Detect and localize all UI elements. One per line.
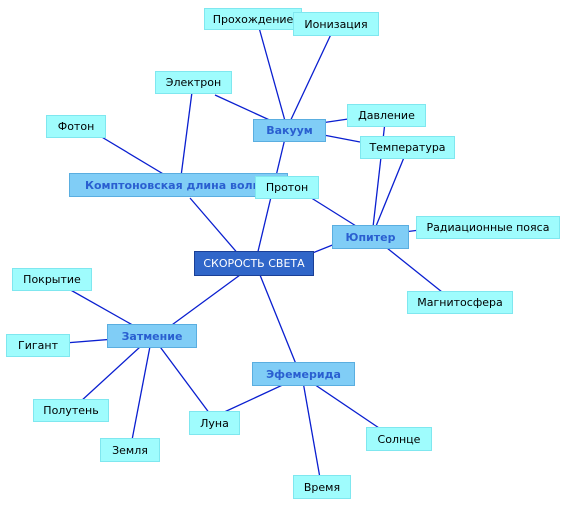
node-ionizatsiya[interactable]: Ионизация <box>293 12 379 36</box>
node-proton-overlay: Протон <box>255 176 319 199</box>
node-foton[interactable]: Фотон <box>46 115 106 138</box>
edge <box>301 375 321 479</box>
node-prokhozhdenie[interactable]: Прохождение <box>204 8 302 30</box>
node-vremya[interactable]: Время <box>293 475 351 499</box>
edge <box>131 335 153 441</box>
node-compton-wavelength[interactable]: Комптоновская длина волны <box>69 173 288 197</box>
node-davlenie[interactable]: Давление <box>347 104 426 127</box>
node-luna[interactable]: Луна <box>189 411 240 435</box>
edge <box>189 197 241 257</box>
node-center-speed-of-light[interactable]: СКОРОСТЬ СВЕТА <box>194 251 314 276</box>
node-poluten[interactable]: Полутень <box>33 399 109 422</box>
edge <box>164 274 241 331</box>
edge <box>151 335 211 415</box>
node-pokrytie[interactable]: Покрытие <box>12 268 92 291</box>
node-efemerida[interactable]: Эфемерида <box>252 362 355 386</box>
node-vakuum[interactable]: Вакуум <box>253 119 326 142</box>
edge <box>371 154 406 237</box>
edge <box>286 29 334 129</box>
edge <box>179 91 193 185</box>
node-radiatsionnye-poyasa[interactable]: Радиационные пояса <box>416 216 560 239</box>
node-zemlya[interactable]: Земля <box>100 438 160 462</box>
edge <box>257 23 288 129</box>
node-jupiter[interactable]: Юпитер <box>332 225 409 249</box>
node-zatmenie[interactable]: Затмение <box>107 324 197 348</box>
node-gigant[interactable]: Гигант <box>6 334 70 357</box>
edge <box>259 274 301 375</box>
node-solntse[interactable]: Солнце <box>366 427 432 451</box>
node-elektron[interactable]: Электрон <box>155 71 232 94</box>
node-magnitosfera[interactable]: Магнитосфера <box>407 291 513 314</box>
node-temperatura[interactable]: Температура <box>360 136 455 159</box>
